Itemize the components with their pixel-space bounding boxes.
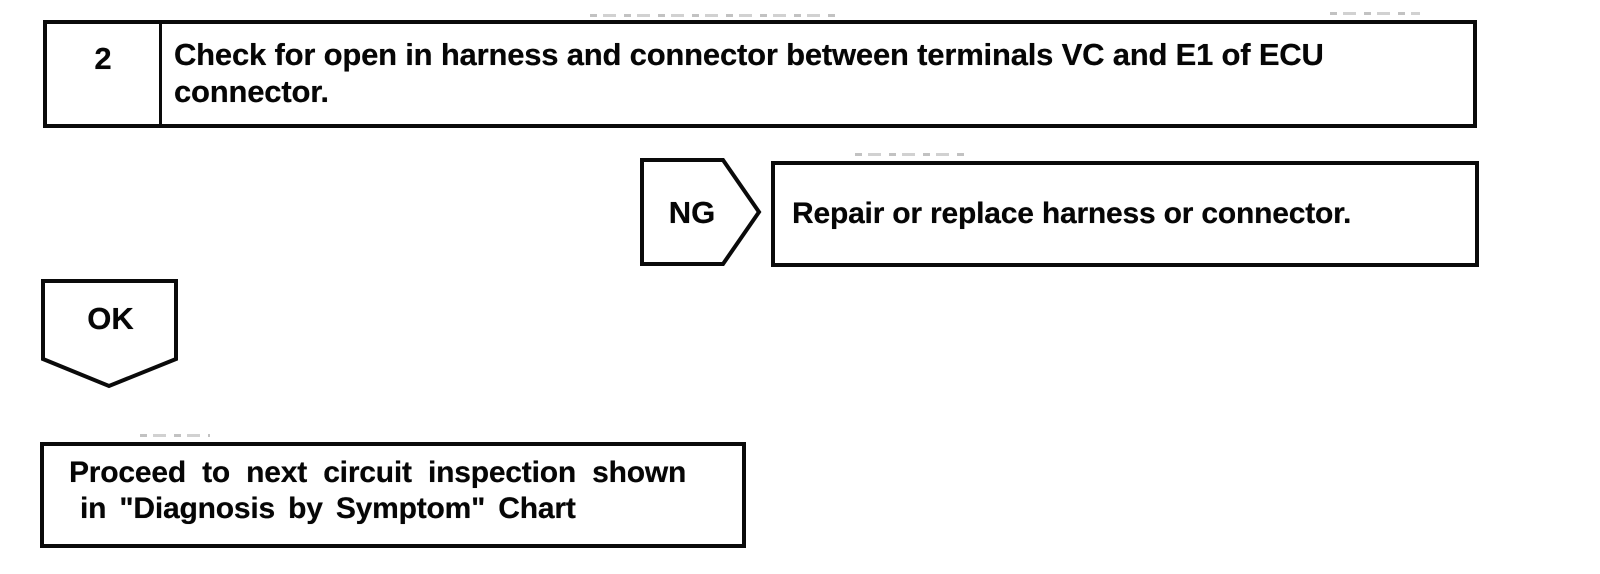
scan-artifact (855, 153, 965, 156)
result-text-line: Proceed to next circuit inspection shown (69, 456, 687, 489)
scan-artifact (140, 434, 210, 437)
ok-connector-shape (41, 279, 178, 389)
result-text-line: in "Diagnosis by Symptom" Chart (80, 492, 576, 525)
step-instruction-box: 2 Check for open in harness and connecto… (43, 20, 1477, 128)
step-number: 2 (47, 24, 162, 124)
scan-artifact (590, 14, 840, 17)
scan-artifact (1330, 12, 1420, 15)
result-box: Proceed to next circuit inspection shown… (40, 442, 746, 548)
step-instruction-line: connector. (174, 74, 329, 109)
ok-label: OK (87, 301, 134, 336)
ng-action-text: Repair or replace harness or connector. (792, 197, 1352, 230)
ng-label: NG (668, 195, 716, 230)
step-instruction-text: Check for open in harness and connector … (162, 24, 1473, 124)
ng-connector-shape (640, 158, 762, 266)
ng-action-box: Repair or replace harness or connector. (771, 161, 1479, 267)
step-instruction-line: Check for open in harness and connector … (174, 37, 1324, 72)
